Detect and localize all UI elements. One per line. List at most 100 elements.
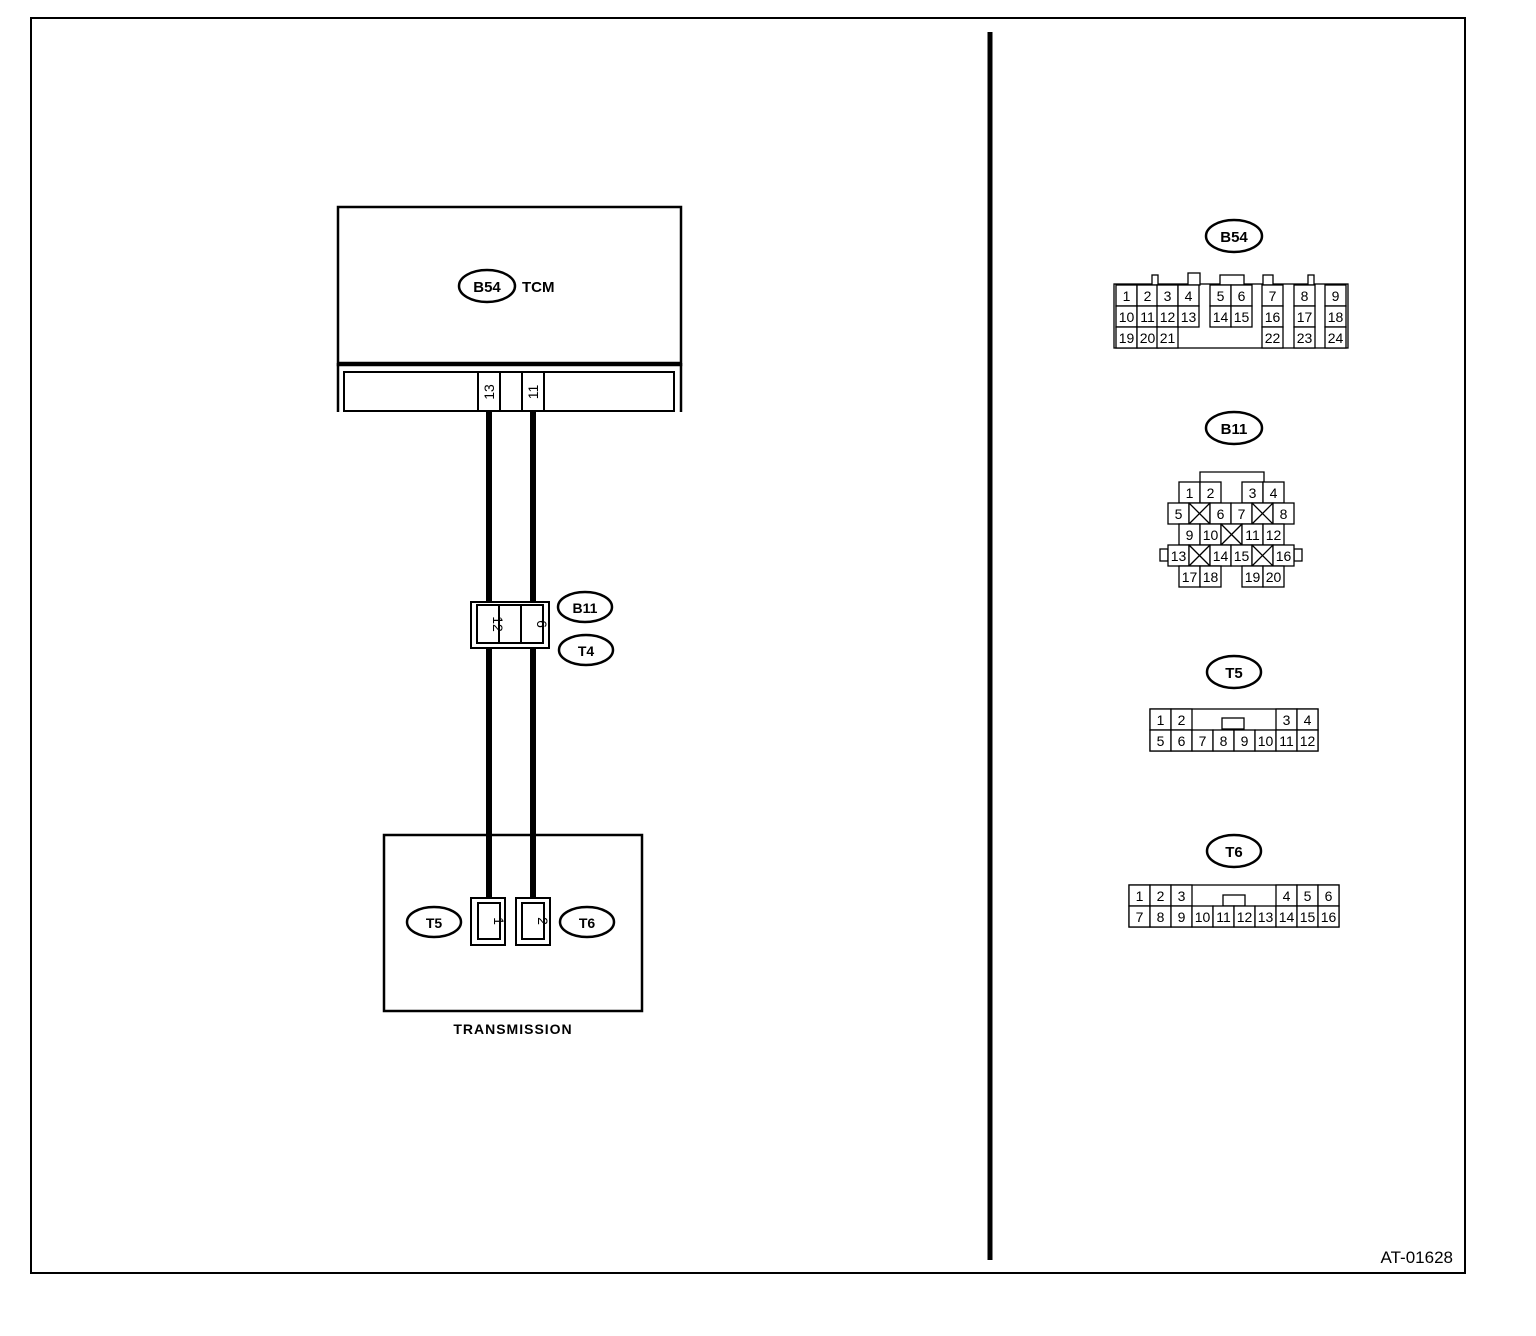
cavity-number: 20 [1140, 330, 1156, 346]
cavity [1296, 729, 1319, 752]
transmission-unit: 1 2 T5 T6 TRANSMISSION [382, 833, 644, 1037]
cavity-number: 8 [1220, 733, 1228, 749]
cavity-number: 5 [1157, 733, 1165, 749]
cavity-number: 22 [1265, 330, 1281, 346]
cavity-number: 15 [1234, 309, 1250, 325]
b54-view-id: B54 [1220, 229, 1248, 246]
cavity-number: 24 [1328, 330, 1344, 346]
cavity-number: 9 [1186, 527, 1194, 543]
cavity [1262, 565, 1285, 588]
transmission-id-t6: T6 [579, 915, 596, 931]
cavity-number: 3 [1178, 888, 1186, 904]
cavity-number: 2 [1207, 485, 1215, 501]
cavity-number: 11 [1140, 309, 1155, 325]
cavity-number: 4 [1304, 712, 1312, 728]
cavity [1261, 326, 1284, 349]
cavity-number: 8 [1280, 506, 1288, 522]
cavity-number: 13 [1171, 548, 1187, 564]
cavity-number: 11 [1279, 733, 1294, 749]
lock-tab [1151, 274, 1159, 286]
cavity-number: 10 [1258, 733, 1274, 749]
cavity-number: 3 [1249, 485, 1257, 501]
lock-tab [1307, 274, 1315, 286]
tcm-pins: 13 11 [477, 371, 545, 412]
cavity-number: 10 [1195, 909, 1211, 925]
inline-id-t4: T4 [578, 643, 595, 659]
cavity-number: 6 [1325, 888, 1333, 904]
cavity-number: 9 [1332, 288, 1340, 304]
cavity-number: 6 [1238, 288, 1246, 304]
inline-connector: 12 6 B11 T4 [470, 590, 615, 667]
cavity-number: 14 [1279, 909, 1295, 925]
cavity-number: 12 [1237, 909, 1253, 925]
cavity [1199, 565, 1222, 588]
inline-id-b11: B11 [573, 600, 598, 616]
cavity-number: 9 [1178, 909, 1186, 925]
cavity-number: 16 [1321, 909, 1337, 925]
lock-tab [1159, 548, 1169, 562]
cavity-number: 8 [1301, 288, 1309, 304]
cavity [1324, 326, 1347, 349]
inline-pin-6: 6 [534, 620, 550, 628]
cavity-number: 2 [1144, 288, 1152, 304]
cavity-number: 18 [1328, 309, 1344, 325]
tcm-connector-id: B54 [473, 279, 501, 296]
cavity-number: 18 [1203, 569, 1219, 585]
lock-tab [1219, 274, 1245, 286]
cavity-number: 11 [1245, 527, 1260, 543]
figure-id: AT-01628 [1381, 1248, 1453, 1267]
t6-pin: 2 [535, 917, 551, 925]
cavity-number: 13 [1258, 909, 1274, 925]
cavity-number: 21 [1160, 330, 1176, 346]
harness-wires [486, 411, 536, 905]
transmission-id-t5: T5 [426, 915, 443, 931]
cavity-number: 1 [1136, 888, 1144, 904]
cavity-number: 12 [1300, 733, 1316, 749]
cavity-number: 12 [1160, 309, 1176, 325]
tcm-unit: B54 TCM [336, 205, 683, 412]
cavity-number: 7 [1238, 506, 1246, 522]
cavity-number: 4 [1283, 888, 1291, 904]
cavity [1156, 326, 1179, 349]
cavity-number: 7 [1269, 288, 1277, 304]
inline-pin-12: 12 [490, 616, 506, 632]
cavity-number: 11 [1216, 909, 1231, 925]
lock-tab [1221, 717, 1245, 730]
b11-view-id: B11 [1221, 421, 1248, 438]
cavity-number: 1 [1186, 485, 1194, 501]
cavity [1317, 905, 1340, 928]
cavity-number: 14 [1213, 548, 1229, 564]
cavity-number: 17 [1182, 569, 1198, 585]
cavity-number: 1 [1157, 712, 1165, 728]
cavity-number: 6 [1217, 506, 1225, 522]
cavity [1230, 305, 1253, 328]
cavity-number: 10 [1203, 527, 1219, 543]
cavity-number: 10 [1119, 309, 1135, 325]
cavity-number: 3 [1164, 288, 1172, 304]
lock-tab [1222, 894, 1246, 907]
cavity-number: 5 [1175, 506, 1183, 522]
cavity [1177, 305, 1200, 328]
cavity-number: 19 [1119, 330, 1135, 346]
cavity-number: 2 [1178, 712, 1186, 728]
cavity [1293, 326, 1316, 349]
cavity-number: 7 [1199, 733, 1207, 749]
cavity-number: 20 [1266, 569, 1282, 585]
cavity-number: 1 [1123, 288, 1131, 304]
tcm-name: TCM [522, 279, 555, 296]
cavity-number: 16 [1276, 548, 1292, 564]
diagram-frame [30, 17, 1466, 1274]
cavity-number: 9 [1241, 733, 1249, 749]
cavity-number: 5 [1304, 888, 1312, 904]
cavity-number: 4 [1270, 485, 1278, 501]
cavity-number: 7 [1136, 909, 1144, 925]
transmission-name: TRANSMISSION [453, 1021, 572, 1037]
cavity-number: 13 [1181, 309, 1197, 325]
cavity-number: 15 [1234, 548, 1250, 564]
lock-tab [1293, 548, 1303, 562]
tcm-connector-id-badge [457, 268, 517, 304]
